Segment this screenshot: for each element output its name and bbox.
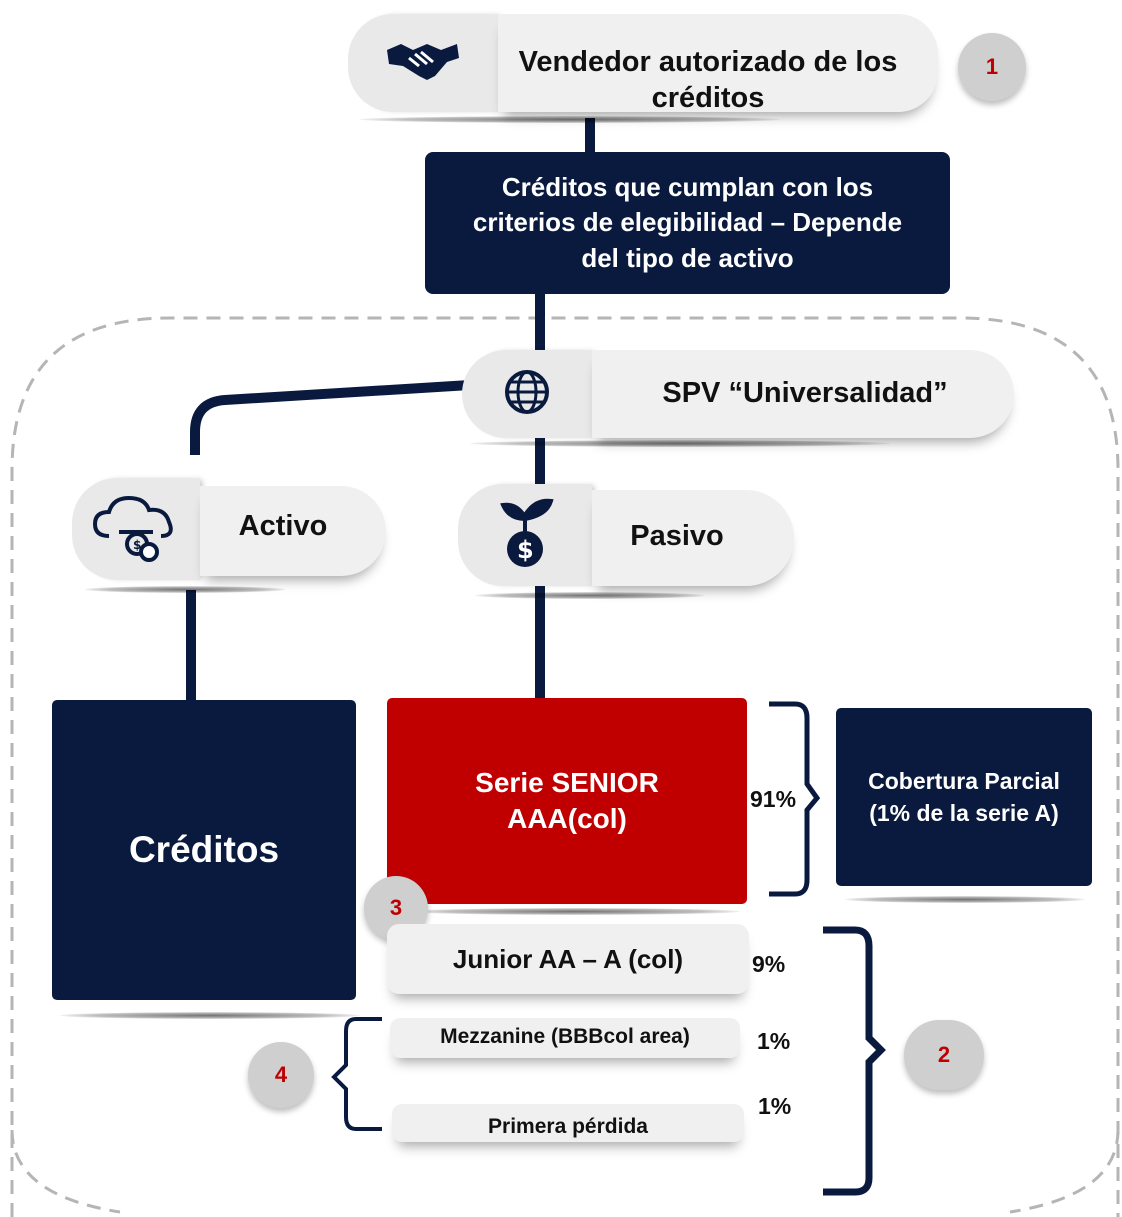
cobertura-shadow [845,896,1085,903]
activo-label: Activo [238,509,328,542]
connector-criteria-spv [535,290,545,360]
junior-pill [387,924,749,994]
cloud-money-icon: $ [91,492,181,567]
connector-spv-pasivo [535,435,545,485]
activo-shadow [85,586,285,593]
criteria-box: Créditos que cumplan con los criterios d… [425,152,950,294]
badge-2: 2 [904,1020,984,1090]
creditos-box: Créditos [52,700,356,1000]
connector-pasivo-senior [535,580,545,698]
pasivo-shadow [475,592,705,599]
seller-icon-cap [348,14,498,112]
junior-pct: 9% [752,951,786,977]
seller-label: Vendedor autorizado de los créditos [518,45,898,114]
seller-shadow [360,116,780,123]
pasivo-icon-cap: $ [458,484,592,586]
cobertura-box: Cobertura Parcial (1% de la serie A) [836,708,1092,886]
mezzanine-pill [390,1018,740,1058]
connector-seller-criteria [585,118,595,154]
primera-label: Primera pérdida [488,1114,648,1138]
badge-1: 1 [958,33,1026,101]
spv-shadow [470,440,890,447]
pasivo-label: Pasivo [630,519,724,552]
spv-pill [592,350,1014,438]
seller-pill [498,14,938,112]
primera-pct: 1% [758,1093,792,1119]
bracket-2 [823,926,886,1196]
primera-pill [392,1104,744,1142]
mezzanine-pct: 1% [757,1028,791,1054]
activo-pill [200,486,386,576]
activo-icon-cap: $ [72,478,200,580]
spv-label: SPV “Universalidad” [662,376,948,409]
badge-4: 4 [248,1042,314,1108]
senior-shadow [410,908,740,915]
creditos-shadow [60,1012,360,1019]
mezzanine-label: Mezzanine (BBBcol area) [440,1024,690,1048]
money-plant-icon: $ [495,493,555,578]
senior-bracket [769,701,821,897]
junior-label: Junior AA – A (col) [452,943,684,974]
senior-box: Serie SENIOR AAA(col) [387,698,747,904]
svg-text:$: $ [517,536,534,564]
connector-spv-activo [190,380,471,455]
bracket-4 [331,1017,382,1131]
handshake-icon [383,36,463,91]
globe-icon [504,369,550,420]
pasivo-pill [592,490,794,586]
senior-pct: 91% [750,786,797,812]
svg-text:$: $ [133,538,141,552]
connector-activo-creditos [186,590,196,700]
spv-icon-cap [462,350,592,438]
